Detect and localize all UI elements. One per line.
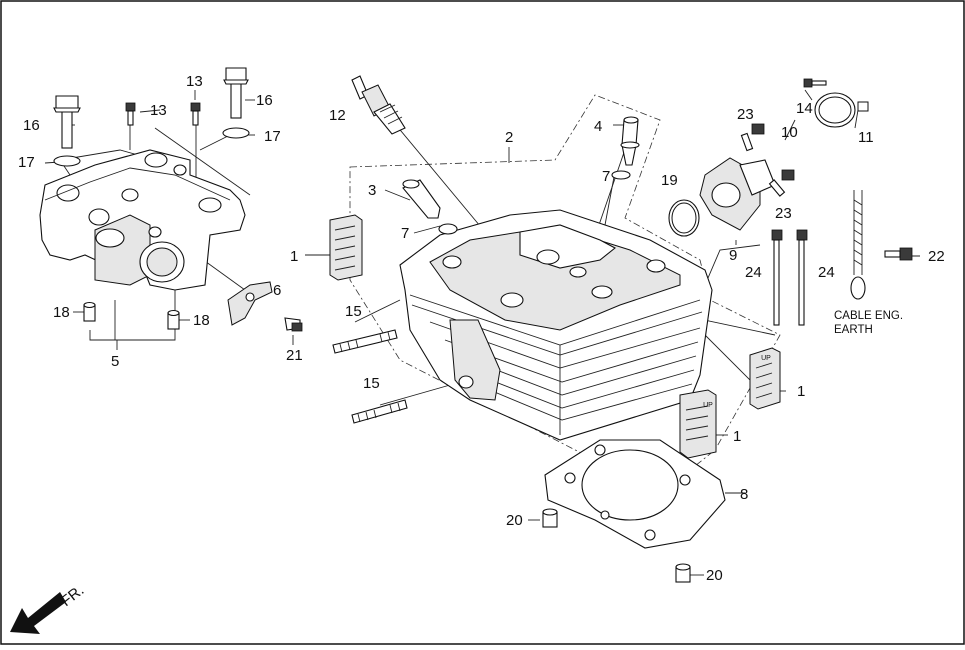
stud-24-left (771, 229, 783, 326)
callout-numbers: 1 1 1 2 3 4 5 6 7 7 8 9 10 11 12 13 13 1… (18, 73, 945, 584)
cylinder-head-assembly-outline (349, 94, 781, 471)
hose-band-10 (814, 92, 856, 128)
callout-1: 1 (733, 428, 741, 445)
cylinder-head-gasket-8 (544, 439, 726, 549)
nut-11 (857, 101, 869, 112)
bolt-22 (884, 247, 913, 261)
circlip-7-upper (611, 170, 631, 180)
callout-8: 8 (740, 486, 748, 503)
callout-3: 3 (368, 182, 376, 199)
valve-guide-4 (620, 116, 640, 166)
rubber-damper-1-lower (679, 389, 717, 459)
plate-part-6 (227, 281, 273, 326)
callout-15: 15 (345, 303, 362, 320)
rubber-damper-1-right (749, 347, 781, 410)
dowel-pin-18-right (167, 309, 180, 330)
up-mark-lower: UP (703, 402, 713, 409)
callout-16: 16 (23, 117, 40, 134)
flange-bolt-16-left (53, 95, 81, 149)
rubber-damper-1-left (329, 214, 363, 281)
callout-24: 24 (818, 264, 835, 281)
callout-13: 13 (150, 102, 167, 119)
washer-17-right (222, 127, 250, 139)
callout-24: 24 (745, 264, 762, 281)
callout-22: 22 (928, 248, 945, 265)
callout-7: 7 (401, 225, 409, 242)
cable-caption-line2: EARTH (834, 324, 873, 336)
bolt-13-right (190, 102, 201, 126)
callout-4: 4 (594, 118, 602, 135)
callout-17: 17 (18, 154, 35, 171)
stud-24-right (796, 229, 808, 326)
bolt-23-upper (740, 123, 765, 152)
callout-17: 17 (264, 128, 281, 145)
flange-bolt-16-right (223, 67, 249, 119)
front-arrow-icon (10, 592, 66, 634)
callout-23: 23 (737, 106, 754, 123)
callout-11: 11 (858, 129, 874, 146)
callout-19: 19 (661, 172, 678, 189)
front-label: FR. (58, 582, 88, 610)
callout-9: 9 (729, 247, 737, 264)
callout-15: 15 (363, 375, 380, 392)
callout-20: 20 (706, 567, 723, 584)
up-mark-right: UP (761, 355, 771, 362)
rocker-arm-holder (39, 149, 246, 291)
callout-10: 10 (781, 124, 798, 141)
bolt-23-lower (768, 169, 795, 197)
spark-plug-12 (351, 75, 406, 135)
screw-14 (803, 78, 827, 88)
callout-1: 1 (290, 248, 298, 265)
o-ring-19 (668, 199, 700, 237)
callout-12: 12 (329, 107, 346, 124)
callout-14: 14 (796, 100, 813, 117)
stud-bolt-15-lower (351, 399, 408, 424)
washer-17-left (53, 155, 81, 167)
callout-20: 20 (506, 512, 523, 529)
callout-16: 16 (256, 92, 273, 109)
valve-guide-3 (402, 179, 441, 219)
callout-21: 21 (286, 347, 303, 364)
dowel-pin-18-left (83, 301, 96, 322)
cable-caption-line1: CABLE ENG. (834, 310, 903, 322)
dowel-pin-20-left (542, 508, 558, 528)
dowel-pin-20-right (675, 563, 691, 583)
bolt-21 (284, 317, 303, 332)
callout-18: 18 (53, 304, 70, 321)
callout-2: 2 (505, 129, 513, 146)
callout-18: 18 (193, 312, 210, 329)
callout-6: 6 (273, 282, 281, 299)
cable-eng-earth (850, 190, 866, 300)
callout-13: 13 (186, 73, 203, 90)
callout-1: 1 (797, 383, 805, 400)
stud-bolt-15-upper (332, 329, 398, 354)
intake-pipe-9 (699, 157, 776, 231)
callout-7: 7 (602, 168, 610, 185)
bolt-13-left (125, 102, 136, 126)
circlip-7-lower (438, 223, 458, 235)
callout-23: 23 (775, 205, 792, 222)
callout-5: 5 (111, 353, 119, 370)
cylinder-head (399, 209, 713, 441)
